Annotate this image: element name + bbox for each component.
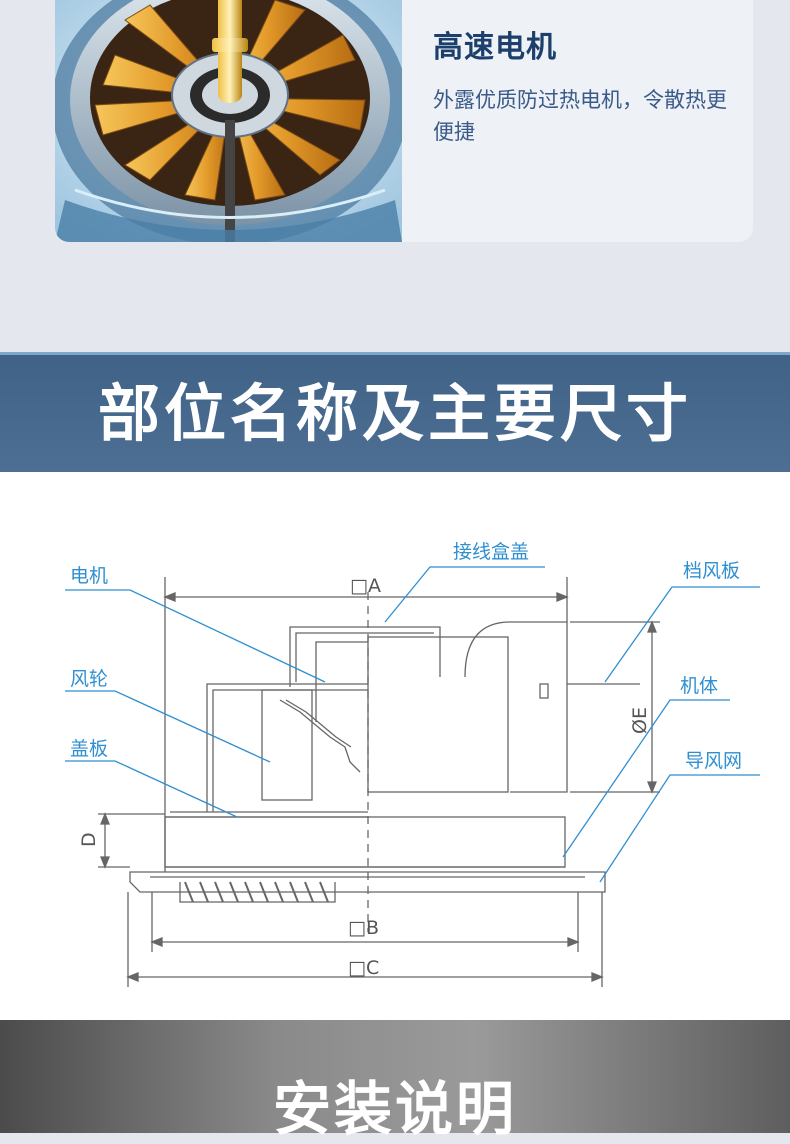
label-junction-box-cover: 接线盒盖: [453, 541, 529, 563]
dimension-a: □A: [350, 575, 381, 597]
section-banner: 部位名称及主要尺寸: [0, 352, 790, 472]
dimension-e: ØE: [629, 707, 651, 734]
feature-title: 高速电机: [433, 30, 557, 65]
motor-illustration: [55, 0, 402, 242]
label-air-guide-grille: 导风网: [685, 750, 742, 772]
technical-drawing: 电机 风轮 盖板 接线盒盖 档风板 机体 导风网 □A □B □C D ØE: [65, 541, 760, 987]
label-fan-wheel: 风轮: [70, 668, 108, 690]
install-banner: 安装说明: [0, 1020, 790, 1143]
label-damper: 档风板: [683, 560, 740, 582]
dimension-b: □B: [348, 917, 379, 939]
dimension-d: D: [78, 832, 100, 847]
label-body: 机体: [680, 675, 718, 697]
label-cover-plate: 盖板: [70, 738, 108, 760]
install-title: 安装说明: [272, 1075, 517, 1143]
dimension-c: □C: [348, 957, 379, 979]
feature-card: 高速电机 外露优质防过热电机，令散热更便捷: [55, 0, 753, 242]
section-title: 部位名称及主要尺寸: [97, 377, 692, 450]
label-motor: 电机: [70, 565, 108, 587]
feature-description: 外露优质防过热电机，令散热更便捷: [433, 88, 727, 144]
feature-section: 高速电机 外露优质防过热电机，令散热更便捷: [0, 0, 790, 352]
dimension-diagram: 电机 风轮 盖板 接线盒盖 档风板 机体 导风网 □A □B □C D ØE: [0, 472, 790, 1020]
